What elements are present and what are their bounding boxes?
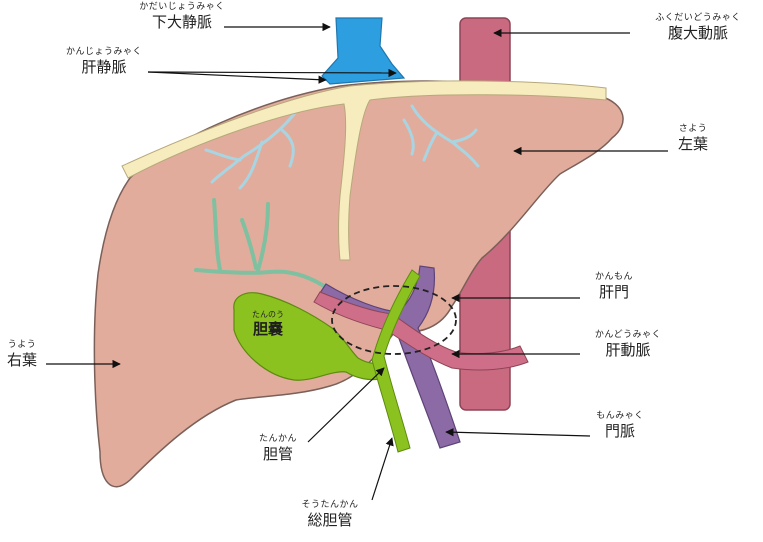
hepatic-vein-branches [204,104,480,190]
label-common-bile-duct-text: 総胆管 [307,511,353,529]
label-gallbladder: たんのう 胆嚢 [240,310,296,338]
common-bile-duct [371,269,421,453]
label-portal-vein-text: 門脈 [604,422,635,440]
label-hilum: かんもん 肝門 [584,272,644,302]
label-right-lobe-ruby: うよう [7,340,37,350]
label-hilum-ruby: かんもん [594,272,633,282]
ivc-vessel [321,17,406,85]
label-portal-vein-ruby: もんみゃく [596,411,644,421]
label-left-lobe-ruby: さよう [678,124,708,134]
label-gallbladder-ruby: たんのう [252,310,284,319]
label-left-lobe: さよう 左葉 [668,124,718,154]
label-common-bile-duct-ruby: そうたんかん [301,500,359,510]
leader-arrows [46,22,668,501]
label-hepatic-artery-ruby: かんどうみゃく [594,330,662,340]
label-aorta: ふくだいどうみゃく 腹大動脈 [646,13,750,43]
label-bile-duct-ruby: たんかん [258,434,297,444]
label-ivc: かだいじょうみゃく 下大静脈 [130,2,234,32]
label-hepatic-vein: かんじょうみゃく 肝静脈 [54,47,154,77]
label-aorta-text: 腹大動脈 [667,24,728,42]
label-gallbladder-text: 胆嚢 [252,320,283,338]
label-hilum-text: 肝門 [598,283,629,301]
label-bile-duct-text: 胆管 [262,445,293,463]
label-portal-vein: もんみゃく 門脈 [588,411,652,441]
label-common-bile-duct: そうたんかん 総胆管 [290,500,370,530]
bile-duct-branches [194,198,332,292]
label-hepatic-vein-ruby: かんじょうみゃく [65,47,142,57]
hilum-outline [331,285,457,355]
label-left-lobe-text: 左葉 [677,135,708,153]
label-ivc-text: 下大静脈 [151,13,212,31]
label-hepatic-artery-text: 肝動脈 [605,341,651,359]
label-bile-duct: たんかん 胆管 [250,434,306,464]
label-right-lobe-text: 右葉 [6,351,37,369]
label-hepatic-vein-text: 肝静脈 [81,58,127,76]
label-aorta-ruby: ふくだいどうみゃく [655,13,741,23]
label-right-lobe: うよう 右葉 [0,340,44,370]
label-ivc-ruby: かだいじょうみゃく [139,2,225,12]
label-hepatic-artery: かんどうみゃく 肝動脈 [582,330,674,360]
ligament-band [121,80,607,261]
